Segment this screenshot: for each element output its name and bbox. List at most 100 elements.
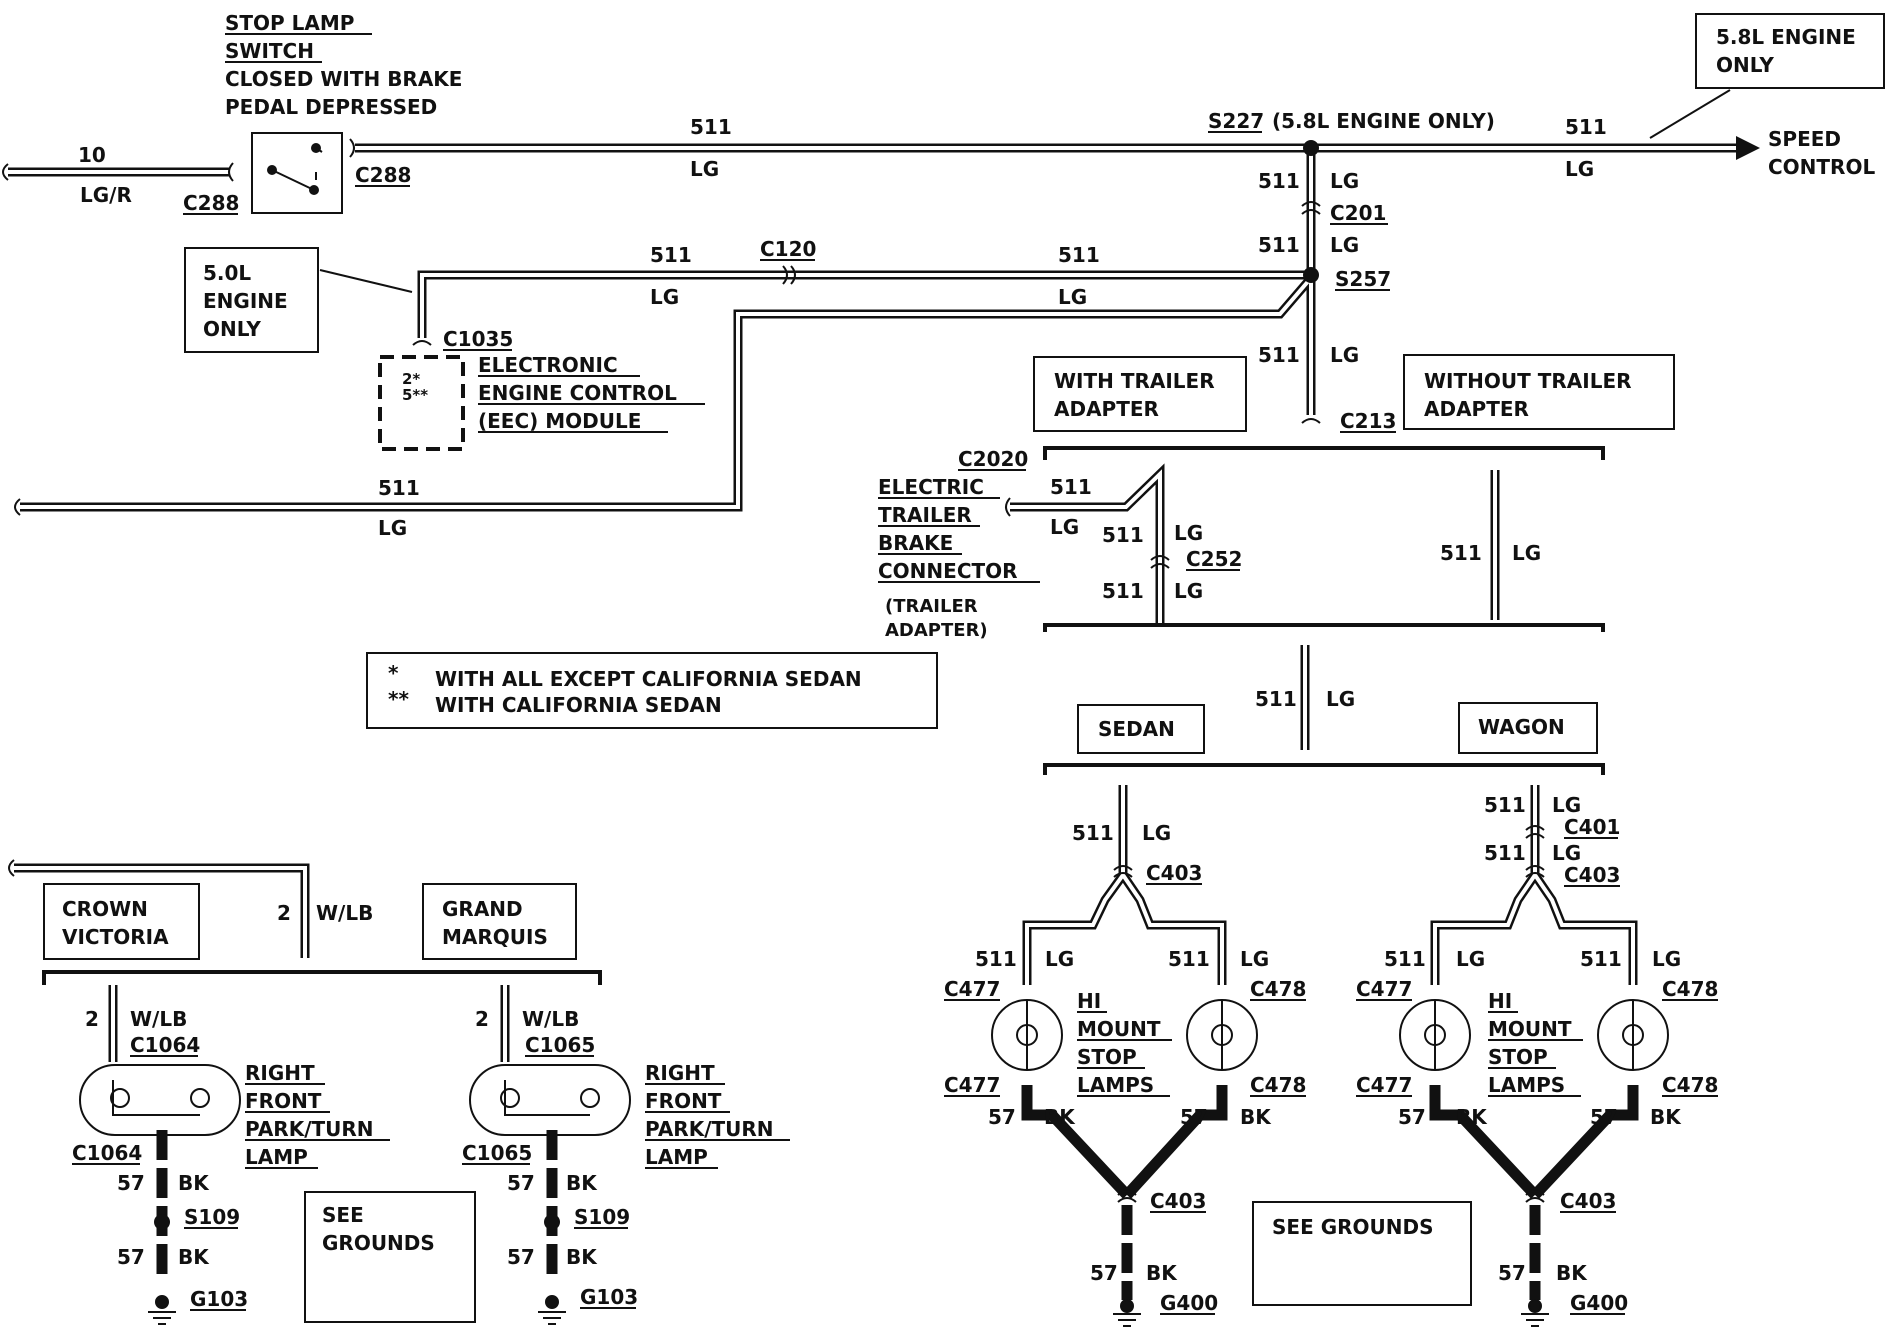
wire-num: 57 [507,1245,535,1269]
wire-num: 57 [1398,1105,1426,1129]
park-turn-1: RIGHT [645,1061,715,1085]
wire-color: LG [1058,285,1087,309]
wire-color: BK [178,1245,210,1269]
wire-color: W/LB [522,1007,579,1031]
connector-marks [228,138,1545,1203]
wire-color: LG [1142,821,1171,845]
wire-color: BK [566,1171,598,1195]
ground-icon [545,1295,559,1309]
ground-icon [155,1295,169,1309]
connector-label: C201 [1330,201,1386,225]
wire-num: 511 [378,476,420,500]
eec-line-3: (EEC) MODULE [478,409,641,433]
wire-num: 511 [1484,841,1526,865]
wire-color: LG [1050,515,1079,539]
hi-mount-stop-lamps [991,999,1669,1071]
connector-label: C252 [1186,547,1242,571]
see-grounds-left-2: GROUNDS [322,1231,435,1255]
trailer-line-2: TRAILER [878,503,972,527]
eec-line-1: ELECTRONIC [478,353,618,377]
switch-desc-2: PEDAL DEPRESSED [225,95,437,119]
park-turn-3: PARK/TURN [245,1117,374,1141]
switch-title-2: SWITCH [225,39,314,63]
wire-color: W/LB [316,901,373,925]
wire-num: 511 [650,243,692,267]
park-turn-1: RIGHT [245,1061,315,1085]
park-turn-2: FRONT [245,1089,322,1113]
without-trailer-box [1403,354,1675,430]
connector-label: C403 [1146,861,1202,885]
wire-num: 511 [1102,579,1144,603]
harness-bars [42,446,1605,985]
wire-color: BK [178,1171,210,1195]
wire-color: BK [1044,1105,1076,1129]
connector-label: C477 [944,1073,1000,1097]
connector-label: C478 [1662,977,1718,1001]
hi-mount-1: HI [1077,989,1101,1013]
park-turn-4: LAMP [645,1145,708,1169]
see-grounds-box-left [304,1191,476,1323]
hi-mount-3: STOP [1488,1045,1548,1069]
wire-num: 2 [475,1007,489,1031]
wire-color: LG [1565,157,1594,181]
wagon-box [1458,702,1598,754]
connector-label: C213 [1340,409,1396,433]
splice-points [154,140,1319,1230]
legend-mark-2: ** [388,687,409,711]
without-trailer-1: WITHOUT TRAILER [1424,369,1632,393]
legend-item-2: WITH CALIFORNIA SEDAN [435,693,722,717]
with-trailer-2: ADAPTER [1054,397,1159,421]
wire-color: LG [1512,541,1541,565]
wire-num: 511 [1565,115,1607,139]
ground-symbols [148,1295,1549,1327]
crown-victoria-box [43,883,200,960]
wire-color: LG [1552,841,1581,865]
connector-label: C288 [183,191,239,215]
connector-label: C478 [1250,1073,1306,1097]
park-turn-3: PARK/TURN [645,1117,774,1141]
wire-num: 57 [1590,1105,1618,1129]
with-trailer-box [1033,356,1247,432]
wire-color: LG [1330,169,1359,193]
trailer-line-6: ADAPTER) [885,620,988,641]
wire-num: 57 [1090,1261,1118,1285]
wire-color: LG [690,157,719,181]
splice-label: S109 [574,1205,630,1229]
trailer-line-4: CONNECTOR [878,559,1018,583]
see-grounds-left-1: SEE [322,1203,364,1227]
wire-num: 511 [1058,243,1100,267]
wire-color: LG [1652,947,1681,971]
wire-color: BK [1146,1261,1178,1285]
stop-lamp-switch [251,132,343,214]
wire-num: 511 [1168,947,1210,971]
wire-num: 511 [1580,947,1622,971]
ground-label: G400 [1160,1291,1218,1315]
wire-num: 511 [1072,821,1114,845]
sedan-label: SEDAN [1098,717,1175,741]
pointer-lines [319,89,1731,293]
grand-marquis-box [422,883,577,960]
wire-num: 511 [1050,475,1092,499]
ground-label: G103 [190,1287,248,1311]
connector-label: C2020 [958,447,1028,471]
ground-label: G103 [580,1285,638,1309]
switch-title-1: STOP LAMP [225,11,354,35]
connector-label: C1065 [462,1141,532,1165]
wire-num: 511 [1258,343,1300,367]
connector-label: C1035 [443,327,513,351]
wire-color: BK [566,1245,598,1269]
wire-num: 511 [1255,687,1297,711]
without-trailer-2: ADAPTER [1424,397,1529,421]
wire-num: 57 [1498,1261,1526,1285]
trailer-line-1: ELECTRIC [878,475,984,499]
hi-mount-1: HI [1488,989,1512,1013]
wire-color: LG [1552,793,1581,817]
ground-wires [156,1085,1639,1300]
wire-color: BK [1556,1261,1588,1285]
wire-color: LG [1330,233,1359,257]
wire-color: BK [1650,1105,1682,1129]
connector-label: C477 [1356,977,1412,1001]
wire-num: 57 [507,1171,535,1195]
crown-1: CROWN [62,897,148,921]
